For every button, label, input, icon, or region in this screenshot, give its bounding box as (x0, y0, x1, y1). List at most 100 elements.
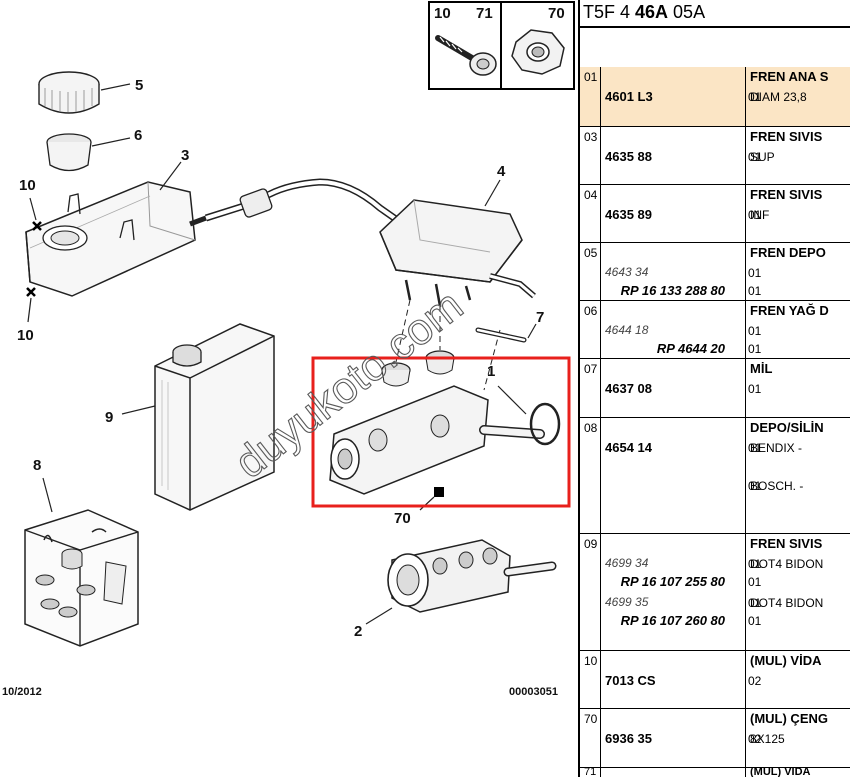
part-description: FREN DEPO (750, 245, 826, 260)
inset-label-71: 71 (476, 5, 493, 22)
panel-divider (578, 0, 580, 777)
exploded-parts-diagram: 10 71 70 5 6 (2, 1, 575, 698)
flange-nut-drawing (511, 29, 565, 75)
quantity: 01 (748, 479, 762, 493)
quantity: 02 (748, 732, 762, 746)
part-detail: BOSCH. - (750, 479, 804, 493)
label-2: 2 (354, 623, 362, 640)
part-detail: DOT4 BIDON (750, 596, 824, 610)
row-position: 05 (580, 243, 601, 300)
part-reference[interactable]: 4601 L3 (605, 89, 653, 104)
assembly-guide-lines (395, 299, 501, 391)
row-position: 03 (580, 127, 601, 184)
parts-row-04[interactable]: 04 4635 89 01 FREN SIVIS INF (580, 185, 850, 243)
parts-row-05[interactable]: 05 4643 34 01 RP 16 133 288 80 01 FREN D… (580, 243, 850, 301)
part-detail: DIAM 23,8 (750, 90, 807, 104)
quantity: 01 (748, 441, 762, 455)
part-detail: SUP (750, 150, 775, 164)
part-reference[interactable]: 7013 CS (605, 673, 656, 688)
parts-row-09[interactable]: 09 4699 34 01 RP 16 107 255 80 01 4699 3… (580, 534, 850, 651)
reservoir-screws: 10 10 (17, 177, 42, 344)
label-7: 7 (536, 309, 544, 326)
row-position: 70 (580, 709, 601, 767)
quantity: 01 (748, 614, 762, 628)
panel-table-header (580, 26, 850, 69)
superseded-reference[interactable]: 4699 35 (605, 595, 649, 609)
part-detail: INF (750, 208, 770, 222)
row-position: 06 (580, 301, 601, 358)
replacement-reference[interactable]: RP 16 133 288 80 (620, 283, 725, 298)
quantity: 01 (748, 90, 762, 104)
label-10-top: 10 (19, 177, 36, 194)
quantity: 02 (748, 674, 762, 688)
row-position: 71 (580, 768, 601, 777)
label-6: 6 (134, 127, 142, 144)
part-reference[interactable]: 6936 35 (605, 731, 652, 746)
replacement-reference[interactable]: RP 16 107 260 80 (620, 613, 725, 628)
part-reference[interactable]: 4654 14 (605, 440, 652, 455)
master-cylinder-variant: 2 (354, 539, 557, 640)
reservoir-cap: 5 (38, 71, 143, 114)
part-description: FREN SIVIS (750, 129, 823, 144)
quantity: 01 (748, 382, 762, 396)
superseded-reference[interactable]: 4643 34 (605, 265, 649, 279)
part-description: (MUL) VİDA (750, 653, 822, 668)
parts-row-70[interactable]: 70 6936 35 02 (MUL) ÇENG 8X125 (580, 709, 850, 768)
part-description: FREN YAĞ D (750, 303, 829, 318)
parts-row-01[interactable]: 01 4601 L3 01 FREN ANA S DIAM 23,8 (580, 67, 850, 127)
quantity: 01 (748, 324, 762, 338)
supply-hose (204, 178, 403, 225)
part-reference[interactable]: 4635 88 (605, 149, 652, 164)
inset-fasteners-box: 10 71 70 (428, 1, 575, 90)
label-5: 5 (135, 77, 143, 94)
fluid-reservoir-body: 3 (25, 147, 207, 297)
part-detail: BENDIX - (750, 441, 803, 455)
part-reference[interactable]: 4635 89 (605, 207, 652, 222)
row-position: 01 (580, 67, 601, 126)
label-10-bottom: 10 (17, 327, 34, 344)
parts-row-03[interactable]: 03 4635 88 01 FREN SIVIS SUP (580, 127, 850, 185)
screw-drawing (435, 35, 497, 76)
replacement-reference[interactable]: RP 4644 20 (656, 341, 725, 356)
part-detail: DOT4 BIDON (750, 557, 824, 571)
panel-title: T5F 4 46A 05A (583, 2, 706, 22)
highlight-callout-frame (311, 356, 571, 508)
label-8: 8 (33, 457, 41, 474)
shaft-pin: 7 (475, 309, 544, 343)
quantity: 01 (748, 575, 762, 589)
quantity: 01 (748, 557, 762, 571)
part-description: (MUL) VİDA (750, 768, 811, 777)
label-70: 70 (394, 510, 411, 527)
quantity: 01 (748, 208, 762, 222)
row-position: 07 (580, 359, 601, 417)
part-description: (MUL) ÇENG (750, 711, 828, 726)
master-cylinder-assembly: 1 70 (329, 350, 561, 527)
part-description: DEPO/SİLİN (750, 420, 824, 435)
superseded-reference[interactable]: 4644 18 (605, 323, 649, 337)
parts-row-08[interactable]: 08 4654 14 01 01 DEPO/SİLİN BENDIX - BOS… (580, 418, 850, 534)
parts-row-06[interactable]: 06 4644 18 01 RP 4644 20 01 FREN YAĞ D (580, 301, 850, 359)
part-description: FREN SIVIS (750, 536, 823, 551)
quantity: 01 (748, 596, 762, 610)
label-4: 4 (497, 163, 506, 180)
lower-reservoir: 4 (379, 163, 536, 307)
label-9: 9 (105, 409, 113, 426)
part-description: FREN SIVIS (750, 187, 823, 202)
parts-row-71[interactable]: 71 (MUL) VİDA (580, 768, 850, 777)
row-position: 10 (580, 651, 601, 708)
quantity: 01 (748, 150, 762, 164)
superseded-reference[interactable]: 4699 34 (605, 556, 649, 570)
label-3: 3 (181, 147, 189, 164)
parts-row-07[interactable]: 07 4637 08 01 MİL (580, 359, 850, 418)
quantity: 01 (748, 342, 762, 356)
replacement-reference[interactable]: RP 16 107 255 80 (620, 574, 725, 589)
quantity: 01 (748, 284, 762, 298)
row-position: 04 (580, 185, 601, 242)
brake-fluid-can: 9 (105, 323, 275, 511)
label-1: 1 (487, 363, 495, 380)
fluid-filter: 6 (46, 127, 142, 172)
part-reference[interactable]: 4637 08 (605, 381, 652, 396)
parts-row-10[interactable]: 10 7013 CS 02 (MUL) VİDA (580, 651, 850, 709)
row-position: 09 (580, 534, 601, 650)
inset-label-10: 10 (434, 5, 451, 22)
